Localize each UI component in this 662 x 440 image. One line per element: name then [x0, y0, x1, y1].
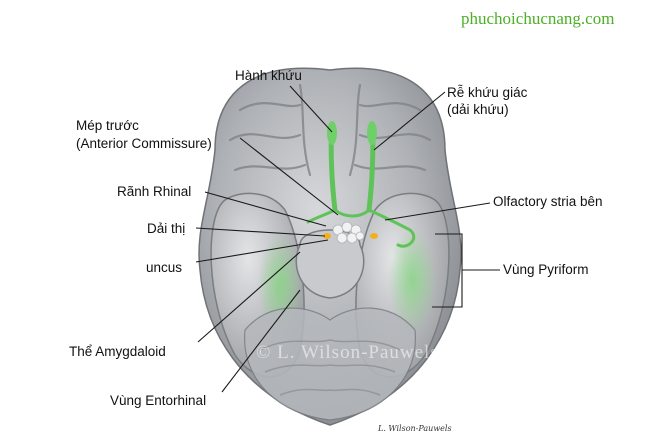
label-anterior-commissure: (Anterior Commissure): [76, 136, 212, 151]
label-re-khuu-giac: Rễ khứu giác: [447, 85, 528, 100]
olfactory-bulbs: [327, 121, 377, 145]
label-mep-truoc: Mép trước: [76, 118, 139, 133]
copyright-watermark: © L. Wilson-Pauwels: [256, 342, 439, 363]
right-pyriform-area: [388, 228, 436, 332]
watermark-text: phuchoichucnang.com: [461, 9, 615, 28]
cerebellum-folia: [259, 339, 401, 396]
label-olfactory-stria: Olfactory stria bên: [493, 194, 603, 209]
right-uncus-marker: [370, 233, 378, 239]
label-dai-khuu: (dải khứu): [447, 102, 509, 117]
label-vung-entorhinal: Vùng Entorhinal: [110, 393, 207, 408]
label-uncus: uncus: [146, 260, 183, 275]
label-vung-pyriform: Vùng Pyriform: [503, 262, 589, 277]
label-hanh-khuu: Hành khứu: [235, 68, 302, 83]
chiasm-cluster: [332, 221, 365, 244]
label-ranh-rhinal: Rãnh Rhinal: [117, 184, 192, 199]
left-uncus-marker: [323, 233, 331, 239]
frontal-gyri: [228, 83, 432, 177]
artist-signature: L. Wilson-Pauwels: [378, 424, 452, 433]
label-the-amygdaloid: Thể Amygdaloid: [69, 344, 166, 359]
midbrain: [295, 229, 365, 299]
cerebellum: [244, 307, 416, 421]
label-dai-thi: Dải thị: [147, 221, 186, 236]
leader-lines: [195, 85, 500, 393]
